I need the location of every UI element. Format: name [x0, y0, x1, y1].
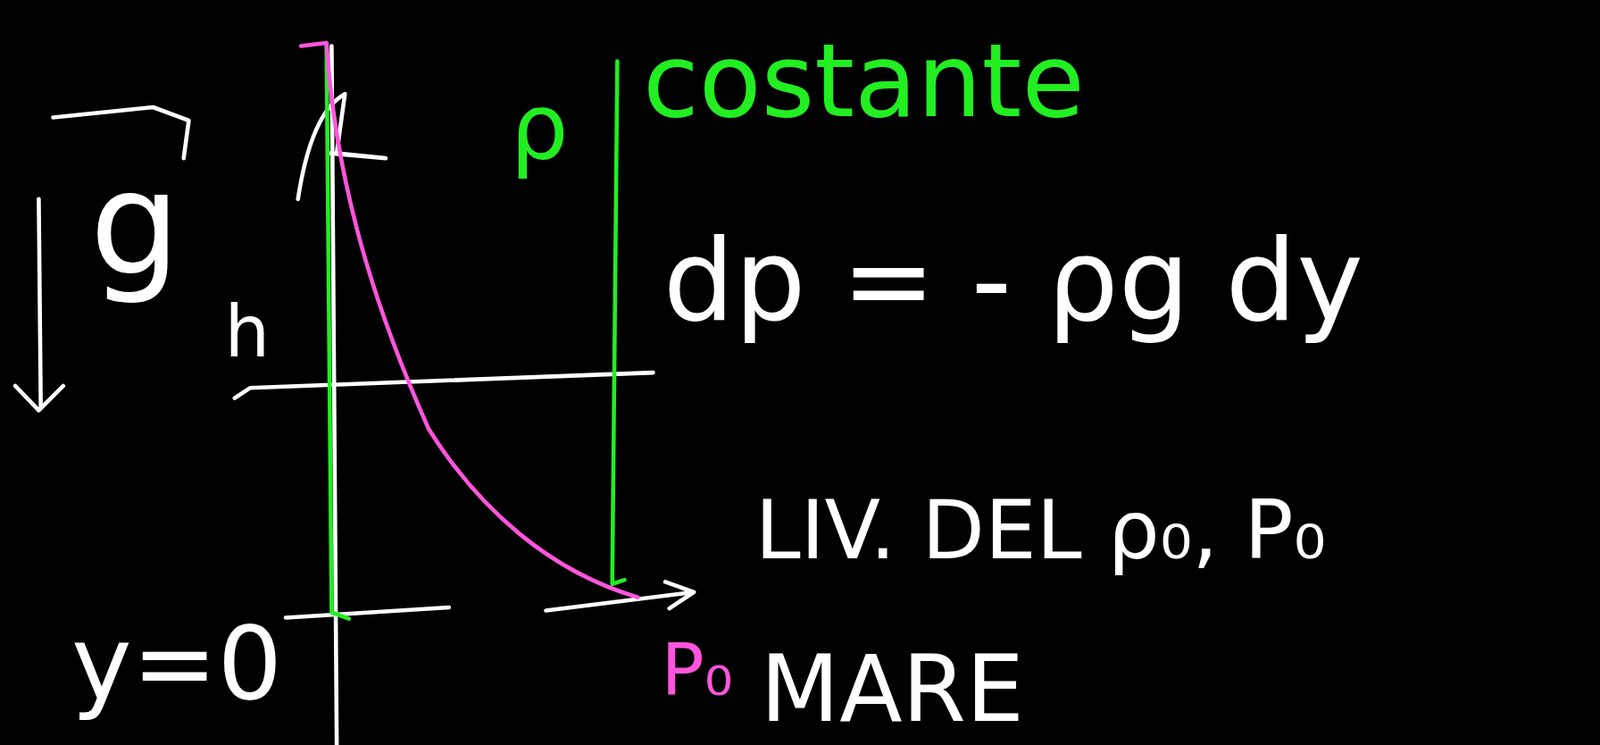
- sea-level-note: LIV. DEL ρ₀, P₀: [755, 490, 1327, 572]
- axis-arrowhead: [298, 93, 386, 200]
- constant-density-line: [612, 61, 625, 584]
- density-symbol: ρ: [509, 81, 568, 174]
- height-line: [234, 372, 654, 399]
- gravity-label: g: [90, 152, 182, 296]
- sea-label: MARE: [759, 642, 1025, 735]
- x-axis: [285, 581, 694, 617]
- height-label: h: [224, 295, 270, 367]
- equation: dp = - ρg dy: [663, 224, 1364, 337]
- sea-pressure-label: P₀: [661, 634, 734, 707]
- vector-bar: [52, 107, 189, 159]
- density-note: costante: [642, 30, 1085, 133]
- origin-label: y=0: [71, 612, 283, 715]
- pressure-curve: [300, 42, 638, 598]
- gravity-arrow: [15, 199, 64, 411]
